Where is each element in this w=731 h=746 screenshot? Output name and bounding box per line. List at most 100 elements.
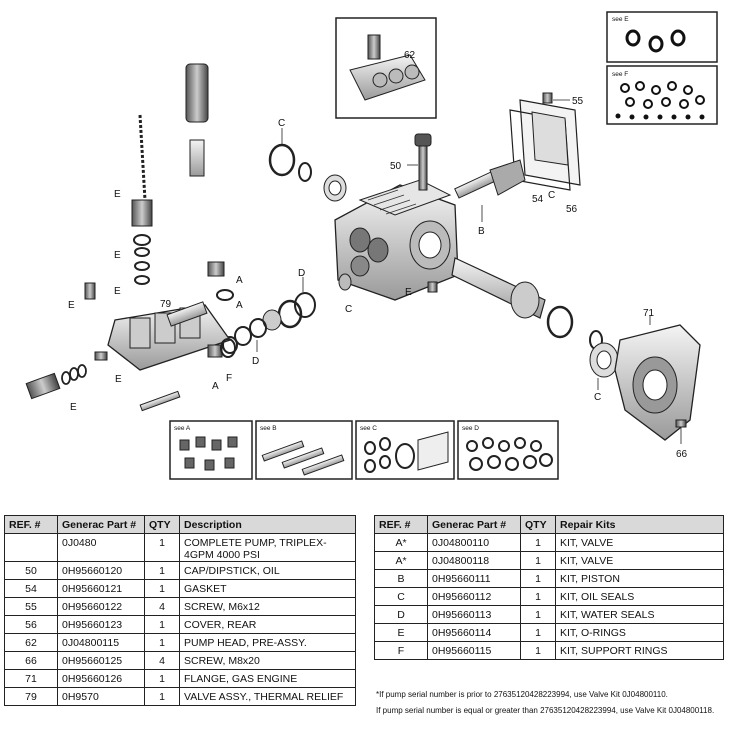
cell-part: 0H95660113 [427,605,521,624]
rear-cover-assembly: 55 54 56 C [509,92,584,215]
label-66: 66 [676,449,688,460]
cell-part: 0H95660121 [57,579,145,598]
crankcase-body: 50 [334,133,459,301]
cell-desc: KIT, WATER SEALS [555,605,724,624]
label-e-5: E [115,374,122,385]
col-ref: REF. # [4,515,58,534]
col-desc: Description [179,515,356,534]
cell-part: 0H95660123 [57,615,145,634]
label-d-bottom: D [252,356,259,367]
cell-qty: 1 [144,633,180,652]
see-c-label: see C [360,425,377,432]
cell-part: 0H9570 [57,687,145,706]
label-e-4: E [68,300,75,311]
cell-qty: 1 [520,587,556,606]
cell-desc: KIT, OIL SEALS [555,587,724,606]
label-55: 55 [572,96,584,107]
exploded-pump-diagram: 62 see E see F 55 54 [25,11,718,480]
label-b: B [478,226,485,237]
oil-seal-c-upper: C [268,118,347,202]
see-e-inset: see E [606,11,718,63]
col-kit: Repair Kits [555,515,724,534]
cell-ref: 54 [4,579,58,598]
see-c-inset: see C [355,420,455,480]
label-50: 50 [390,161,402,172]
label-c-mid: C [345,304,352,315]
cell-ref [4,533,58,562]
cell-part: 0J0480 [57,533,145,562]
cell-desc: KIT, SUPPORT RINGS [555,641,724,660]
cell-qty: 1 [520,623,556,642]
label-71: 71 [643,308,655,319]
cell-desc: SCREW, M8x20 [179,651,356,670]
cell-qty: 1 [520,551,556,570]
see-f-inset: see F [606,65,718,125]
cell-qty: 1 [144,579,180,598]
cell-part: 0H95660126 [57,669,145,688]
cell-desc: CAP/DIPSTICK, OIL [179,561,356,580]
cell-ref: 62 [4,633,58,652]
label-d-top: D [298,268,305,279]
cell-part: 0H95660120 [57,561,145,580]
cell-qty: 4 [144,597,180,616]
see-a-inset: see A [169,420,253,480]
cell-desc: COMPLETE PUMP, TRIPLEX-4GPM 4000 PSI [179,533,356,562]
label-c-top: C [278,118,285,129]
see-a-label: see A [174,425,191,432]
cell-desc: PUMP HEAD, PRE-ASSY. [179,633,356,652]
label-79: 79 [160,299,172,310]
label-e-3: E [114,286,121,297]
cell-desc: COVER, REAR [179,615,356,634]
cell-part: 0H95660111 [427,569,521,588]
see-e-label: see E [612,16,629,23]
label-a-3: A [212,381,219,392]
cell-desc: KIT, VALVE [555,551,724,570]
repair-kits-table: REF. # Generac Part # QTY Repair Kits A*… [374,515,724,660]
cell-ref: A* [374,533,428,552]
cell-desc: VALVE ASSY., THERMAL RELIEF [179,687,356,706]
cell-qty: 1 [520,533,556,552]
cell-part: 0H95660125 [57,651,145,670]
cell-part: 0H95660112 [427,587,521,606]
label-a-1: A [236,275,243,286]
see-b-label: see B [260,425,277,432]
cell-part: 0H95660122 [57,597,145,616]
cell-desc: FLANGE, GAS ENGINE [179,669,356,688]
label-e-2: E [114,250,121,261]
col-qty: QTY [144,515,180,534]
label-e-6: E [70,402,77,413]
cell-ref: 56 [4,615,58,634]
pump-head-inset: 62 [335,17,437,119]
cell-ref: 55 [4,597,58,616]
cell-part: 0H95660114 [427,623,521,642]
label-e-1: E [114,189,121,200]
cell-qty: 1 [520,605,556,624]
see-b-inset: see B [255,420,353,480]
cell-part: 0J04800110 [427,533,521,552]
cell-qty: 1 [144,533,180,562]
cell-ref: 79 [4,687,58,706]
cell-desc: KIT, VALVE [555,533,724,552]
cell-ref: C [374,587,428,606]
cell-qty: 1 [144,669,180,688]
cell-ref: E [374,623,428,642]
cell-qty: 1 [520,569,556,588]
cell-qty: 1 [520,641,556,660]
label-62: 62 [404,50,416,61]
cell-ref: D [374,605,428,624]
see-d-label: see D [462,425,479,432]
